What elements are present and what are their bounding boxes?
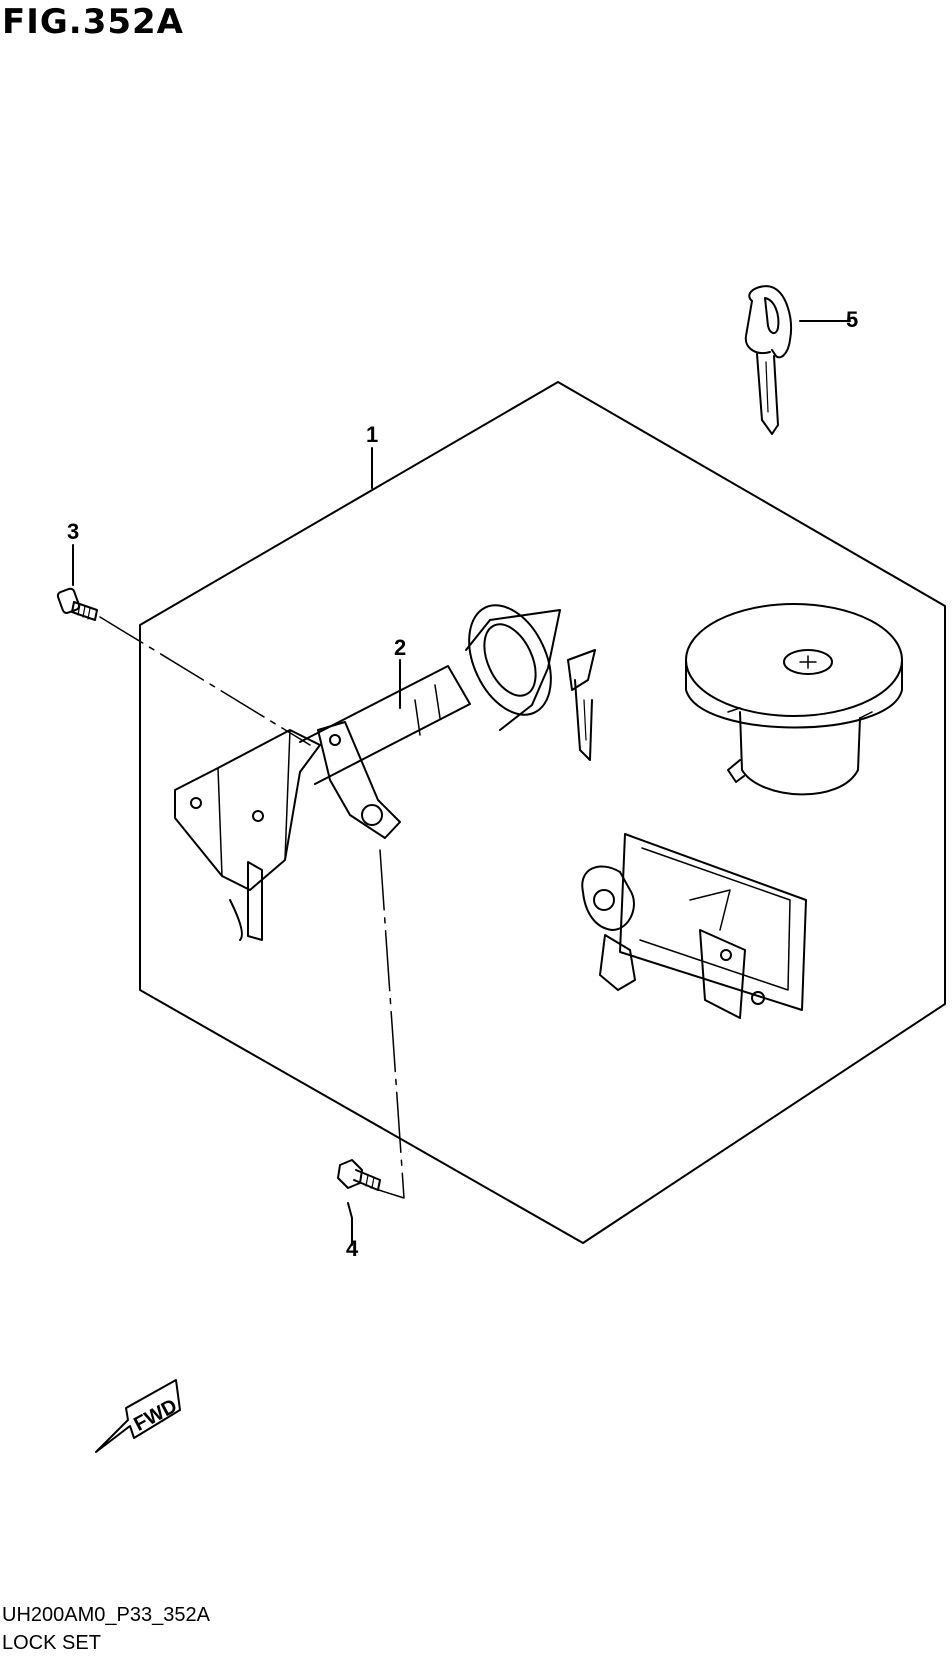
assembly-name: LOCK SET <box>2 1632 101 1654</box>
callout-3: 3 <box>67 519 80 544</box>
leader-4 <box>347 1202 353 1246</box>
callout-1: 1 <box>366 422 379 447</box>
key-5-icon <box>744 285 792 435</box>
centerline-screw-3 <box>99 616 311 746</box>
callout-5: 5 <box>846 307 859 332</box>
bolt-4-icon <box>337 1159 381 1191</box>
lock-set-outline <box>139 381 946 1244</box>
callout-4: 4 <box>346 1236 359 1261</box>
drawing-code: UH200AM0_P33_352A <box>2 1604 210 1626</box>
figure-title: FIG.352A <box>2 2 184 42</box>
callout-2: 2 <box>394 635 407 660</box>
centerline-bolt-4 <box>365 849 405 1199</box>
fwd-arrow-icon <box>95 1379 181 1453</box>
ignition-switch-icon <box>174 604 596 941</box>
seat-lock-icon <box>581 833 807 1019</box>
screw-3-icon <box>56 587 98 621</box>
fuel-cap-icon <box>685 603 903 796</box>
